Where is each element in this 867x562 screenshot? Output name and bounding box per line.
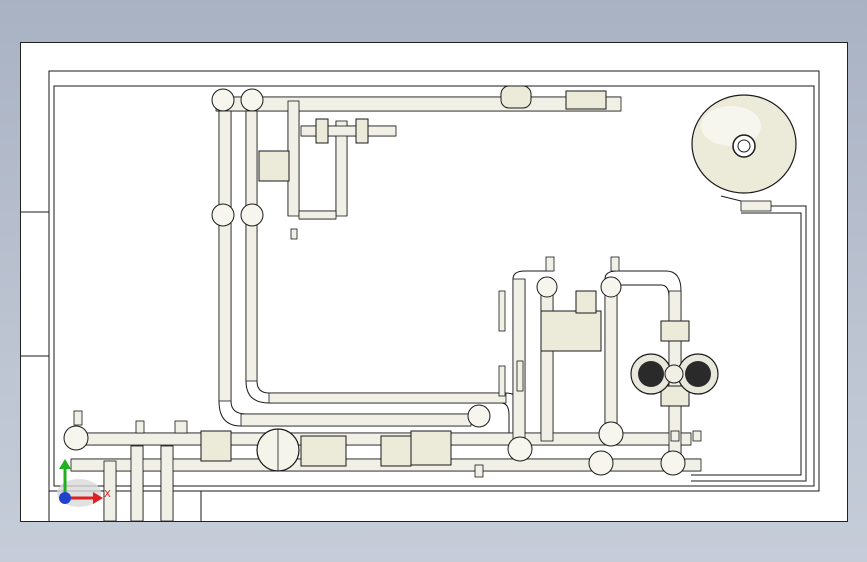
flange-icon — [63, 425, 89, 451]
flange-icon — [240, 88, 264, 112]
valve-icon — [500, 85, 532, 109]
x-axis-label: X — [104, 489, 111, 500]
piping-drawing: X — [21, 70, 820, 521]
pump-icon — [630, 353, 719, 395]
gauge-icon — [256, 428, 300, 472]
flange-icon — [211, 203, 235, 227]
flange-icon — [600, 276, 622, 298]
drawing-sheet[interactable]: X — [20, 42, 848, 522]
flange-icon — [240, 203, 264, 227]
valve-icon — [410, 430, 452, 466]
valve-icon — [300, 435, 347, 467]
valve-icon — [315, 118, 329, 144]
valve-icon — [258, 150, 290, 182]
valve-group — [200, 85, 690, 467]
valve-icon — [355, 118, 369, 144]
flange-icon — [536, 276, 558, 298]
flange-icon — [507, 436, 533, 462]
flange-icon — [598, 421, 624, 447]
flange-icon — [211, 88, 235, 112]
valve-icon — [575, 290, 597, 314]
valve-icon — [380, 435, 412, 467]
instrument-group — [73, 200, 772, 478]
pressure-tank-icon — [691, 94, 797, 202]
valve-icon — [565, 90, 607, 110]
coordinate-triad-icon[interactable]: X — [57, 459, 111, 507]
flange-group — [63, 88, 686, 476]
valve-icon — [540, 310, 602, 352]
valve-icon — [200, 430, 232, 462]
flange-icon — [660, 450, 686, 476]
valve-icon — [660, 320, 690, 342]
sheet-border — [21, 70, 820, 521]
valve-icon — [660, 385, 690, 407]
flange-icon — [467, 404, 491, 428]
flange-icon — [588, 450, 614, 476]
